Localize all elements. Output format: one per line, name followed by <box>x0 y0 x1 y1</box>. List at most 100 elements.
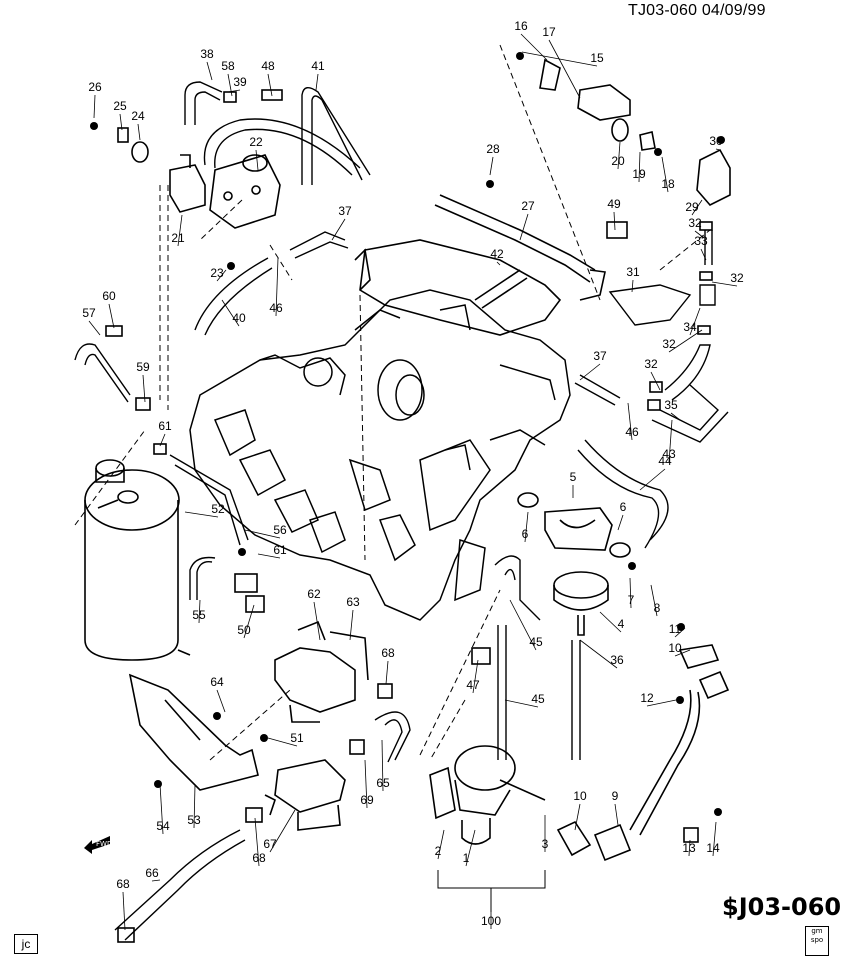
callout-2: 2 <box>435 844 442 858</box>
callout-leader-27 <box>519 213 529 241</box>
callout-leader-11 <box>674 627 686 638</box>
hose-42 <box>474 269 528 309</box>
callout-leader-18 <box>661 156 669 193</box>
bracket-53 <box>128 673 259 791</box>
callout-leader-64 <box>216 689 226 713</box>
callout-1: 1 <box>463 851 470 865</box>
vsv-assembly <box>169 154 281 229</box>
callout-leader-45 <box>504 699 539 708</box>
callout-25: 25 <box>113 99 127 113</box>
callout-leader-65 <box>381 739 384 792</box>
callout-60: 60 <box>102 289 116 303</box>
callout-leader-10 <box>674 649 691 657</box>
callout-leader-8 <box>650 584 658 617</box>
callout-leader-1 <box>465 829 476 867</box>
callout-19: 19 <box>632 167 646 181</box>
callout-leader-41 <box>315 73 319 91</box>
callout-100: 100 <box>481 914 501 928</box>
callout-36: 36 <box>610 653 624 667</box>
callout-62: 62 <box>307 587 321 601</box>
callout-59: 59 <box>136 360 150 374</box>
fwd-label: FWD <box>96 840 112 848</box>
callout-54: 54 <box>156 819 170 833</box>
callout-leader-30 <box>715 148 721 151</box>
callout-20: 20 <box>611 154 625 168</box>
callout-43: 43 <box>662 447 676 461</box>
callout-leader-32 <box>650 371 661 391</box>
callout-leader-6 <box>617 514 624 531</box>
callout-30: 30 <box>709 134 723 148</box>
callout-leader-42 <box>496 261 501 266</box>
callout-leader-29 <box>691 199 703 216</box>
callout-leader-63 <box>349 609 354 641</box>
callout-58: 58 <box>221 59 235 73</box>
valve-67 <box>264 759 346 831</box>
egr-modulator <box>553 571 609 636</box>
leader-dashes <box>74 44 711 761</box>
callout-61: 61 <box>273 543 287 557</box>
callout-23: 23 <box>210 266 224 280</box>
callout-14: 14 <box>706 841 720 855</box>
callout-leader-48 <box>267 73 273 97</box>
callout-leader-59 <box>142 374 146 403</box>
callout-33: 33 <box>694 234 708 248</box>
group-bracket-100 <box>437 870 546 912</box>
diagram-code: $J03-060 <box>722 893 842 921</box>
callout-49: 49 <box>607 197 621 211</box>
callout-leader-20 <box>617 141 621 170</box>
callout-50: 50 <box>237 623 251 637</box>
callout-leader-60 <box>108 303 115 329</box>
callout-leader-54 <box>159 783 164 835</box>
callout-leader-35 <box>670 412 681 421</box>
callout-leader-37 <box>579 363 601 381</box>
callout-leader-37 <box>331 218 346 241</box>
callout-leader-4 <box>599 611 622 633</box>
callout-47: 47 <box>466 678 480 692</box>
callout-61: 61 <box>158 419 172 433</box>
callout-68: 68 <box>252 851 266 865</box>
callout-leader-33 <box>700 248 707 261</box>
callout-32: 32 <box>730 271 744 285</box>
callout-leader-62 <box>313 601 321 641</box>
fwd-arrow-icon: FWD <box>84 836 112 854</box>
callout-10: 10 <box>668 641 682 655</box>
corner-tag: jc <box>14 934 38 954</box>
callout-leader-56 <box>244 529 281 539</box>
callout-leader-68 <box>385 660 389 685</box>
callout-6: 6 <box>620 500 627 514</box>
callout-leader-31 <box>631 279 634 293</box>
callout-leader-49 <box>613 211 616 231</box>
callout-leader-22 <box>255 149 259 171</box>
callout-leader-43 <box>668 419 673 463</box>
callout-leader-66 <box>151 879 161 882</box>
fasteners <box>90 52 725 816</box>
callout-leader-19 <box>638 151 641 183</box>
callout-leader-14 <box>712 821 717 857</box>
callout-6: 6 <box>522 527 529 541</box>
clamp-assembly <box>517 492 631 558</box>
callout-42: 42 <box>490 247 504 261</box>
vsv-62 <box>274 620 369 723</box>
vapor-pipe <box>434 194 606 301</box>
callout-64: 64 <box>210 675 224 689</box>
callout-56: 56 <box>273 523 287 537</box>
callout-53: 53 <box>187 813 201 827</box>
callout-leader-21 <box>177 214 183 247</box>
callout-44: 44 <box>658 454 672 468</box>
callout-24: 24 <box>131 109 145 123</box>
callout-leader-46 <box>275 257 279 317</box>
callout-leader-23 <box>216 269 227 282</box>
callout-4: 4 <box>618 617 625 631</box>
gm-spo-logo: gm spo <box>805 926 829 956</box>
callout-leader-6 <box>524 511 529 543</box>
callout-leader-16 <box>520 33 548 61</box>
callout-leader-2 <box>437 829 445 860</box>
callout-leader-13 <box>688 839 691 857</box>
callout-55: 55 <box>192 608 206 622</box>
callout-68: 68 <box>381 646 395 660</box>
logo-top-text: gm <box>811 927 823 935</box>
callout-leader-58 <box>227 73 233 97</box>
callout-57: 57 <box>82 306 96 320</box>
